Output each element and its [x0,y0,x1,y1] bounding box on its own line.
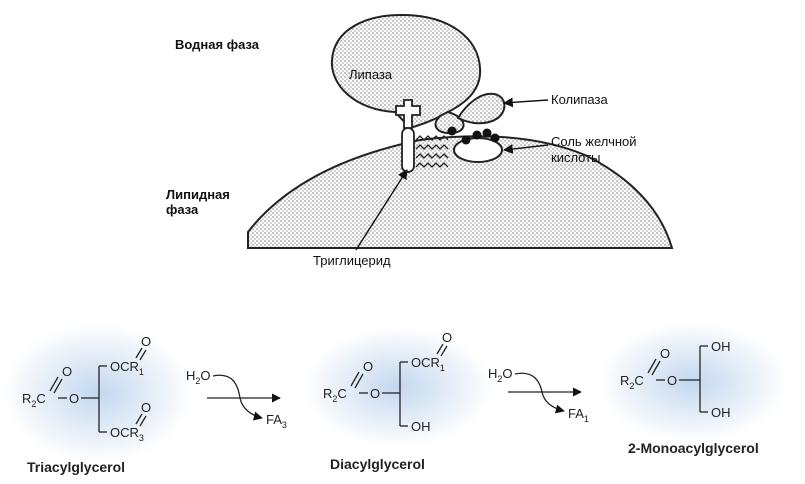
svg-text:H2O: H2O [488,366,513,384]
aqueous-phase-label: Водная фаза [175,37,260,52]
triglyceride-rod [401,127,415,173]
svg-text:O: O [660,346,670,361]
hydrolysis-scheme: R2C O O OCR1 O OCR3 O Triacylglycerol H2… [3,322,788,475]
triacylglycerol-caption: Triacylglycerol [27,459,125,475]
bile-salt-dot [447,126,457,136]
hydrolysis-step-1: H2O FA3 [186,368,287,430]
hydrolysis-step-2: H2O FA1 [488,366,589,424]
bile-salt-dot [482,128,492,138]
svg-text:R2C: R2C [22,391,46,409]
monoacylglycerol-caption: 2-Monoacylglycerol [628,440,759,456]
svg-text:FA3: FA3 [266,412,287,430]
svg-text:O: O [370,386,380,401]
bile-salt-dot [490,133,500,143]
colipase-arrow [503,97,549,108]
lipid-phase-label-line2: фаза [166,202,199,217]
diacylglycerol-structure: R2C O O OCR1 O OH [323,330,452,434]
svg-text:O: O [363,359,373,374]
svg-text:OCR1: OCR1 [411,355,445,373]
svg-text:R2C: R2C [620,373,644,391]
active-site-shape [395,99,421,129]
svg-text:OCR1: OCR1 [110,359,144,377]
svg-text:R2C: R2C [323,386,347,404]
triacylglycerol-structure: R2C O O OCR1 O OCR3 O [22,334,151,443]
svg-text:OH: OH [711,405,731,420]
diacylglycerol-caption: Diacylglycerol [330,456,425,472]
interface-illustration: Водная фаза Липаза Колипаза Соль желчной… [166,13,674,268]
bile-salt-dot [472,130,482,140]
svg-text:FA1: FA1 [568,406,589,424]
svg-text:O: O [667,373,677,388]
svg-text:OH: OH [711,339,731,354]
svg-text:O: O [69,391,79,406]
lipid-phase-label: Липидная [166,187,230,202]
colipase-label: Колипаза [551,92,608,107]
bile-salt-dot [461,135,471,145]
bile-salt-arrow [503,144,549,154]
svg-text:OH: OH [411,419,431,434]
svg-text:O: O [141,400,151,415]
lipase-label: Липаза [349,67,393,82]
svg-text:H2O: H2O [186,368,211,386]
svg-text:OCR3: OCR3 [110,425,144,443]
svg-text:O: O [62,364,72,379]
bile-salt-label-line2: кислоты [551,150,600,165]
svg-text:O: O [141,334,151,349]
triglyceride-arrow [355,169,408,251]
triglyceride-label: Триглицерид [313,253,391,268]
monoacylglycerol-structure: R2C O O OH OH [620,339,731,420]
svg-text:O: O [442,330,452,345]
bile-salt-label: Соль желчной [551,134,637,149]
